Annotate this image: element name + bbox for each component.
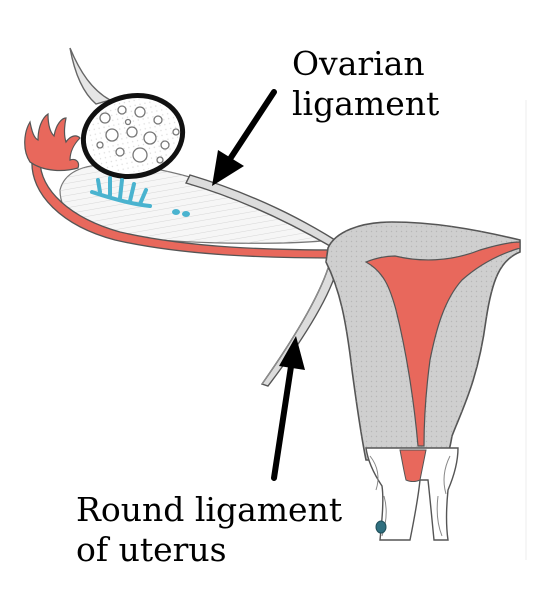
ovarian-label-line1: Ovarian [292, 44, 425, 83]
ovarian-follicles [96, 105, 180, 164]
ovarian-ligament-label: Ovarian ligament [292, 44, 492, 124]
round-ligament-label: Round ligament of uterus [76, 490, 376, 570]
paroophoron [172, 209, 190, 217]
vaginal-fornix-mark [375, 520, 387, 534]
arrow-pointing-down-left-icon [212, 89, 277, 186]
round-label-line2: of uterus [76, 530, 227, 569]
suspensory-fold [69, 47, 112, 105]
epoophoron [90, 176, 152, 208]
uterine-cavity [364, 241, 521, 447]
cervical-canal [399, 449, 427, 482]
ovarian-label-line2: ligament [292, 84, 440, 123]
cervix [365, 447, 459, 541]
arrow-pointing-up-icon [271, 336, 305, 481]
fimbriae [24, 112, 81, 172]
round-label-line1: Round ligament [76, 490, 343, 529]
